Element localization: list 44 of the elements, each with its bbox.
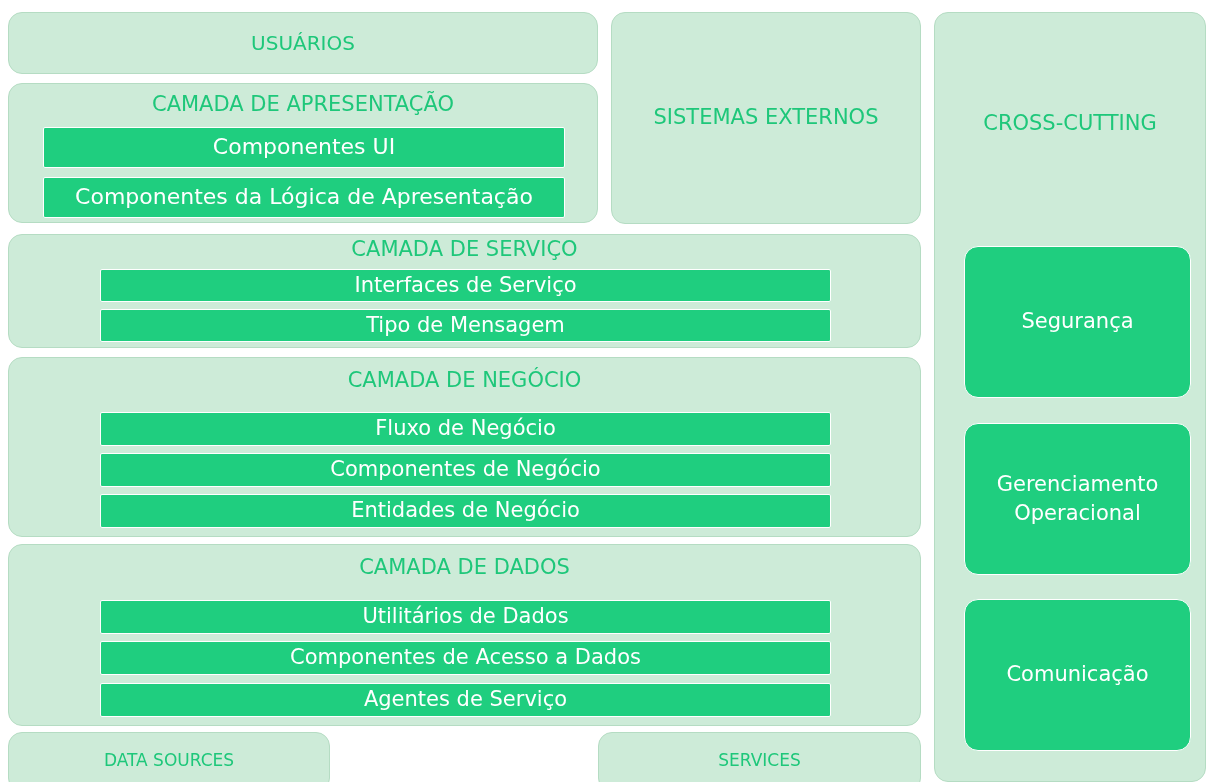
layer-title: SERVICES bbox=[718, 749, 801, 772]
component-label: Componentes da Lógica de Apresentação bbox=[75, 183, 533, 212]
layer-panel bbox=[8, 544, 921, 726]
component-bar bbox=[100, 309, 831, 342]
layer-panel bbox=[8, 234, 921, 348]
component-bar bbox=[100, 494, 831, 528]
layer-title: SISTEMAS EXTERNOS bbox=[653, 104, 879, 132]
component-label: Interfaces de Serviço bbox=[354, 271, 577, 299]
concern-card bbox=[964, 246, 1191, 398]
layer-panel bbox=[934, 12, 1206, 782]
layer-panel bbox=[611, 12, 921, 224]
concern-label: Segurança bbox=[1021, 308, 1134, 336]
layer-panel bbox=[8, 12, 598, 74]
layer-title: CAMADA DE SERVIÇO bbox=[351, 236, 578, 263]
component-label: Componentes de Negócio bbox=[330, 456, 601, 484]
component-label: Fluxo de Negócio bbox=[375, 415, 556, 443]
layer-title: USUÁRIOS bbox=[251, 30, 355, 57]
component-label: Utilitários de Dados bbox=[362, 603, 569, 631]
component-bar bbox=[100, 600, 831, 634]
component-bar bbox=[100, 641, 831, 675]
layer-title: CAMADA DE APRESENTAÇÃO bbox=[151, 90, 455, 118]
layer-title: CAMADA DE NEGÓCIO bbox=[347, 366, 582, 394]
concern-card bbox=[964, 423, 1191, 575]
component-bar bbox=[100, 412, 831, 446]
concern-label: Gerenciamento Operacional bbox=[995, 470, 1160, 527]
layer-panel bbox=[8, 83, 598, 223]
component-label: Tipo de Mensagem bbox=[366, 311, 565, 339]
layer-title: DATA SOURCES bbox=[103, 749, 235, 772]
layer-title: CAMADA DE DADOS bbox=[359, 554, 570, 581]
layer-panel bbox=[8, 732, 330, 782]
component-bar bbox=[100, 269, 831, 302]
component-label: Componentes UI bbox=[212, 133, 396, 162]
layer-panel bbox=[8, 357, 921, 537]
layer-title: CROSS-CUTTING bbox=[983, 110, 1157, 137]
component-bar bbox=[43, 177, 565, 218]
component-bar bbox=[100, 453, 831, 487]
concern-card bbox=[964, 599, 1191, 751]
concern-label: Comunicação bbox=[1006, 661, 1149, 689]
component-label: Agentes de Serviço bbox=[363, 686, 568, 714]
component-label: Componentes de Acesso a Dados bbox=[290, 644, 641, 672]
layer-panel bbox=[598, 732, 921, 782]
component-label: Entidades de Negócio bbox=[351, 497, 580, 525]
component-bar bbox=[100, 683, 831, 717]
component-bar bbox=[43, 127, 565, 168]
